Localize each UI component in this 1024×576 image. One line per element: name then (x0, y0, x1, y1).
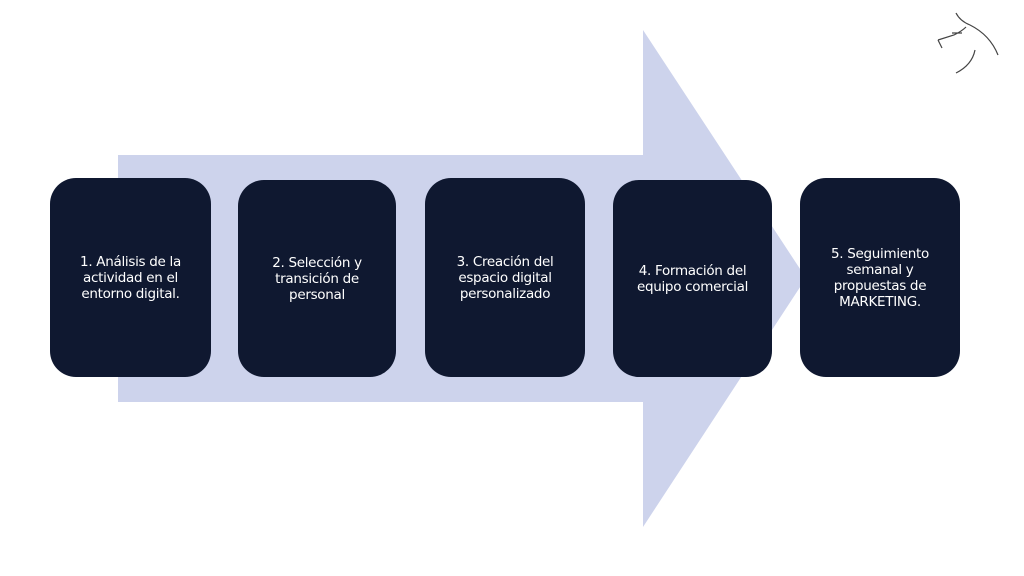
step-text: propuestas de (833, 277, 927, 294)
step-3-box: 3. Creación del espacio digital personal… (425, 178, 585, 377)
step-4-box: 4. Formación del equipo comercial (613, 180, 772, 377)
step-text: actividad en el (83, 269, 178, 286)
step-text: personalizado (459, 285, 551, 302)
wolf-logo-icon (937, 12, 999, 74)
step-text: MARKETING. (839, 293, 921, 310)
step-text: 4. Formación del (638, 262, 747, 279)
step-text: personal (289, 286, 345, 303)
step-text: transición de (275, 270, 359, 287)
step-text: 5. Seguimiento (830, 245, 930, 262)
step-text: 2. Selección y (272, 254, 362, 271)
step-text: 1. Análisis de la (80, 253, 181, 270)
step-text: semanal y (846, 261, 914, 278)
step-text: 3. Creación del (456, 253, 554, 270)
step-1-box: 1. Análisis de la actividad en el entorn… (50, 178, 211, 377)
step-text: equipo comercial (636, 278, 749, 295)
step-text: entorno digital. (81, 285, 180, 302)
step-5-box: 5. Seguimiento semanal y propuestas de M… (800, 178, 960, 377)
step-text: espacio digital (458, 269, 552, 286)
step-2-box: 2. Selección y transición de personal (238, 180, 396, 377)
